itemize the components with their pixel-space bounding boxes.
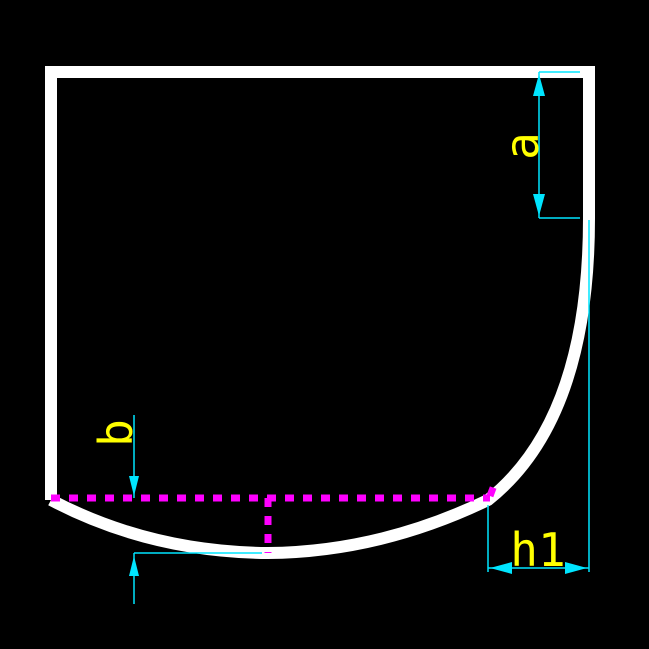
dimension-a xyxy=(533,71,580,219)
dimension-h1-arrow-left xyxy=(490,562,512,574)
dimension-a-arrow-bottom xyxy=(533,194,545,216)
dimension-b xyxy=(129,415,262,604)
dimension-h1-arrow-right xyxy=(565,562,587,574)
dimension-a-arrow-top xyxy=(533,74,545,96)
label-h1: h1 xyxy=(510,523,565,577)
arc-start-marker xyxy=(486,478,500,498)
label-b: b xyxy=(89,419,143,447)
label-a: a xyxy=(495,132,549,160)
dimension-b-arrow-top xyxy=(129,476,139,496)
reference-lines xyxy=(51,478,500,553)
dimension-h1 xyxy=(487,220,590,574)
tray-outline xyxy=(45,66,595,560)
dimension-b-arrow-bottom xyxy=(129,556,139,576)
